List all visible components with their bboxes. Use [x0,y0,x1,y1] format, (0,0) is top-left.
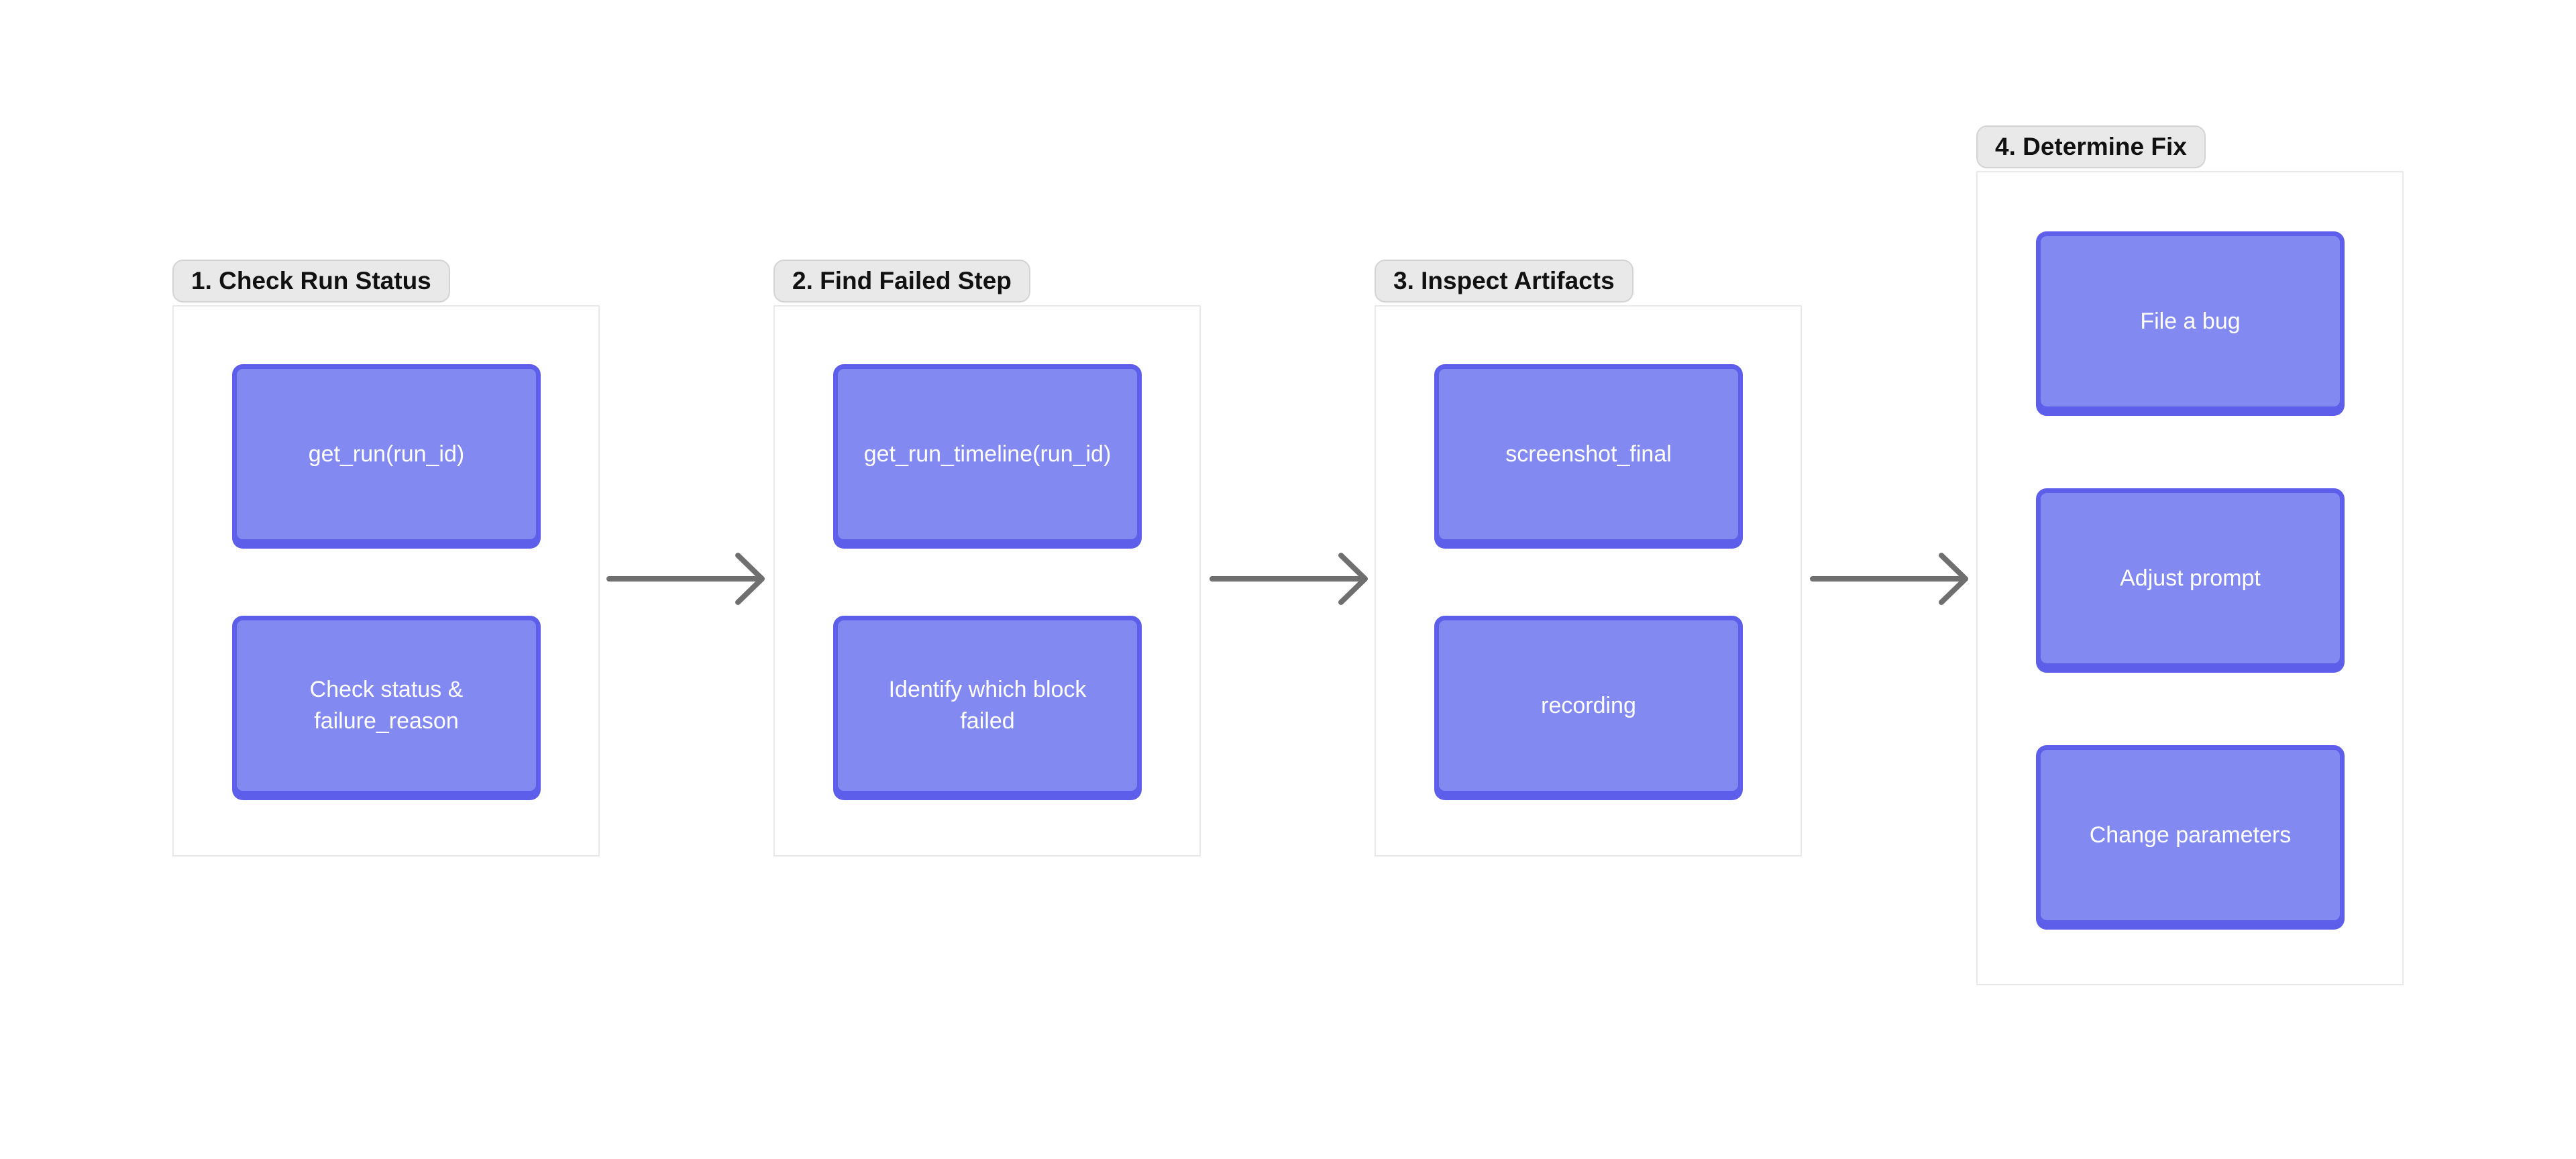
node-screenshot-final[interactable]: screenshot_final [1434,364,1743,544]
node-get-run-timeline[interactable]: get_run_timeline(run_id) [833,364,1142,544]
node-file-a-bug[interactable]: File a bug [2036,231,2345,411]
group-label-badge[interactable]: 3. Inspect Artifacts [1375,260,1633,302]
node-adjust-prompt[interactable]: Adjust prompt [2036,488,2345,668]
node-identify-failed-block[interactable]: Identify which block failed [833,616,1142,795]
arrow-right-icon [1810,553,1968,605]
node-change-parameters[interactable]: Change parameters [2036,745,2345,925]
group-label-badge[interactable]: 4. Determine Fix [1976,125,2206,168]
node-get-run[interactable]: get_run(run_id) [232,364,541,544]
arrow-right-icon [606,553,765,605]
arrow-right-icon [1210,553,1368,605]
group-label-badge[interactable]: 2. Find Failed Step [773,260,1030,302]
node-recording[interactable]: recording [1434,616,1743,795]
group-label-badge[interactable]: 1. Check Run Status [172,260,450,302]
node-check-status-failure-reason[interactable]: Check status & failure_reason [232,616,541,795]
